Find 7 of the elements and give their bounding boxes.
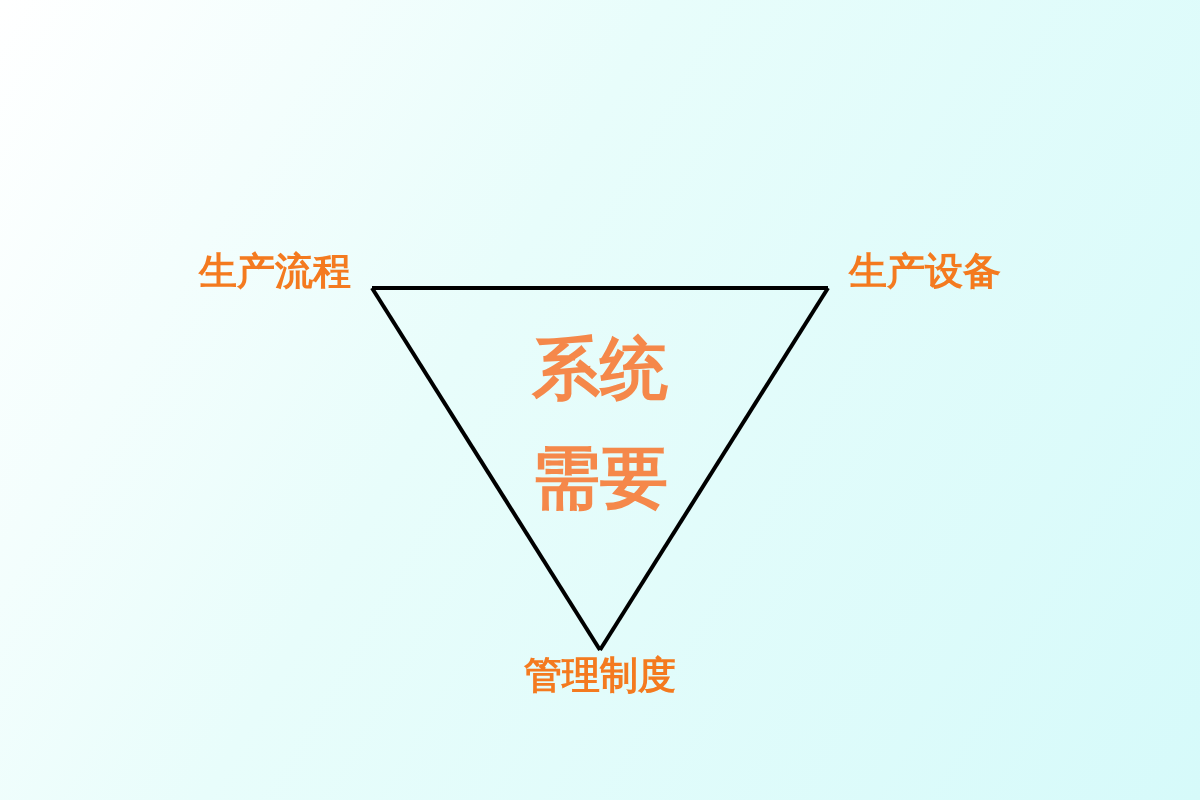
connector-line bbox=[370, 286, 602, 652]
vertex-label: 管理制度 bbox=[503, 650, 697, 700]
connector-line bbox=[598, 286, 830, 652]
connector-line bbox=[372, 286, 828, 290]
vertex-label: 生产设备 bbox=[828, 246, 1022, 296]
vertex-label: 生产流程 bbox=[178, 246, 372, 296]
center-text: 系统需要 bbox=[530, 328, 669, 519]
